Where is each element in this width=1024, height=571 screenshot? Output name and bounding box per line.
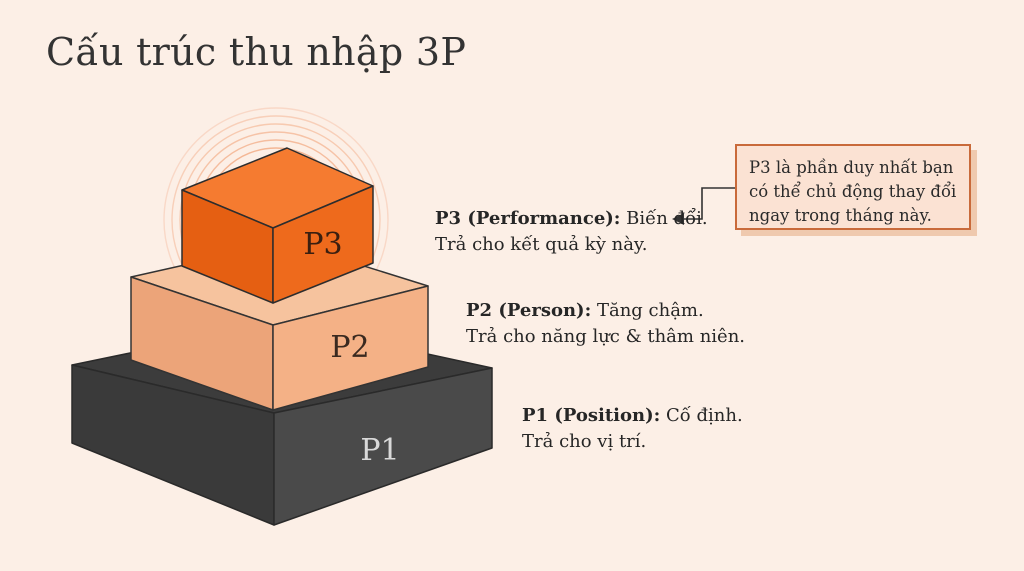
label-p2-name: P2 (Person): [466,300,592,321]
page-title: Cấu trúc thu nhập 3P [46,30,467,74]
label-p3-line2: Trả cho kết quả kỳ này. [435,234,648,255]
label-p1-desc: Cố định. [666,405,743,426]
label-p1: P1 (Position): Cố định. Trả cho vị trí. [522,403,743,455]
block-p3: P3 [181,147,374,304]
label-p3: P3 (Performance): Biến đổi. Trả cho kết … [435,206,708,258]
callout-box: P3 là phần duy nhất bạn có thể chủ động … [735,144,971,230]
label-p2-line2: Trả cho năng lực & thâm niên. [466,326,746,347]
block-p2-label: P2 [330,330,369,365]
callout-line: có thể chủ động thay đổi [749,182,957,201]
label-p2-desc: Tăng chậm. [596,300,704,321]
label-p1-name: P1 (Position): [522,405,661,426]
label-p3-name: P3 (Performance): [435,208,621,229]
block-p3-label: P3 [303,227,342,262]
callout-line: P3 là phần duy nhất bạn [749,158,954,177]
label-p1-line2: Trả cho vị trí. [522,431,647,452]
callout-line: ngay trong tháng này. [749,206,932,225]
label-p2: P2 (Person): Tăng chậm. Trả cho năng lực… [466,298,745,350]
callout-arrow [672,187,735,225]
label-p3-desc: Biến đổi. [626,208,708,229]
block-p1-label: P1 [360,433,399,468]
